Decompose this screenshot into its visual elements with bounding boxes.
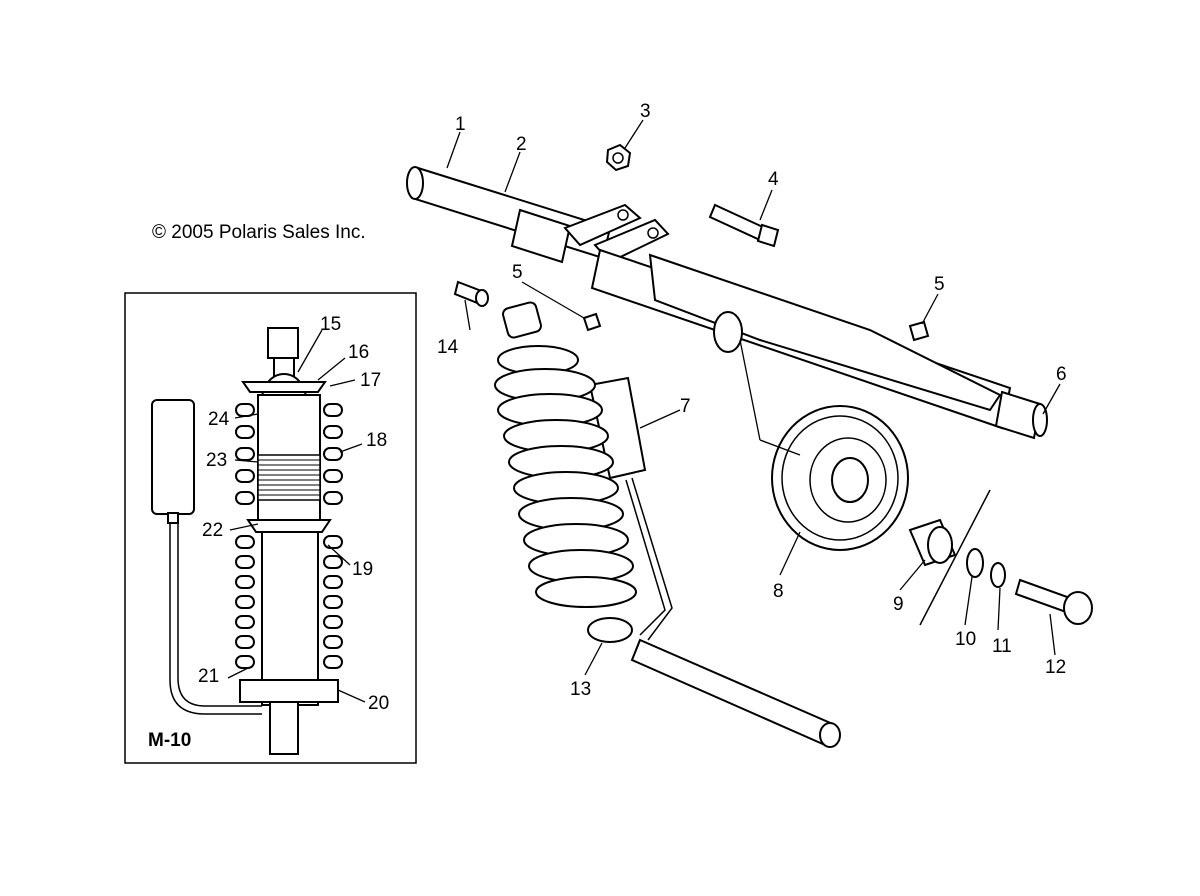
callout-5a: 5 bbox=[512, 262, 523, 283]
callout-15: 15 bbox=[320, 314, 341, 335]
callout-5b: 5 bbox=[934, 274, 945, 295]
callout-17: 17 bbox=[360, 370, 381, 391]
callout-3: 3 bbox=[640, 101, 651, 122]
callout-1: 1 bbox=[455, 114, 466, 135]
callout-23: 23 bbox=[206, 450, 227, 471]
callout-14: 14 bbox=[437, 337, 459, 358]
bolt-part bbox=[708, 203, 780, 248]
inset-shock-cutaway bbox=[151, 327, 343, 755]
callout-16: 16 bbox=[348, 342, 369, 363]
callout-21: 21 bbox=[198, 666, 219, 687]
inset-label: M-10 bbox=[148, 730, 191, 751]
grease-fitting-right bbox=[908, 320, 930, 342]
bushing-part bbox=[453, 280, 489, 307]
callout-10: 10 bbox=[955, 629, 976, 650]
callout-2: 2 bbox=[516, 134, 527, 155]
main-shock-assembly bbox=[494, 301, 841, 748]
callout-9: 9 bbox=[893, 594, 904, 615]
washer-10 bbox=[966, 548, 984, 578]
spacer-part bbox=[908, 518, 957, 567]
copyright-text: © 2005 Polaris Sales Inc. bbox=[152, 222, 366, 243]
inset-spring-coils bbox=[235, 403, 343, 669]
inset-leader-lines bbox=[227, 329, 366, 703]
idler-wheel bbox=[771, 405, 909, 551]
main-spring-coils bbox=[494, 345, 637, 608]
nut-part bbox=[605, 143, 632, 172]
shoulder-bolt bbox=[1014, 578, 1093, 625]
callout-8: 8 bbox=[773, 581, 784, 602]
callout-24: 24 bbox=[208, 409, 230, 430]
callout-19: 19 bbox=[352, 559, 373, 580]
callout-20: 20 bbox=[368, 693, 389, 714]
callout-4: 4 bbox=[768, 169, 779, 190]
washer-11 bbox=[990, 562, 1006, 588]
inset-frame bbox=[124, 292, 417, 764]
callout-7: 7 bbox=[680, 396, 691, 417]
callout-12: 12 bbox=[1045, 657, 1066, 678]
callout-22: 22 bbox=[202, 520, 223, 541]
callout-18: 18 bbox=[366, 430, 387, 451]
grease-fitting-left bbox=[582, 312, 602, 332]
main-leader-lines bbox=[446, 119, 1061, 676]
callout-6: 6 bbox=[1056, 364, 1067, 385]
callout-13: 13 bbox=[570, 679, 591, 700]
upper-shaft-assembly bbox=[406, 166, 1048, 440]
callout-numbers: 1 2 3 4 5 5 6 7 8 9 10 11 12 13 14 15 16… bbox=[198, 101, 1067, 714]
callout-11: 11 bbox=[992, 636, 1012, 657]
